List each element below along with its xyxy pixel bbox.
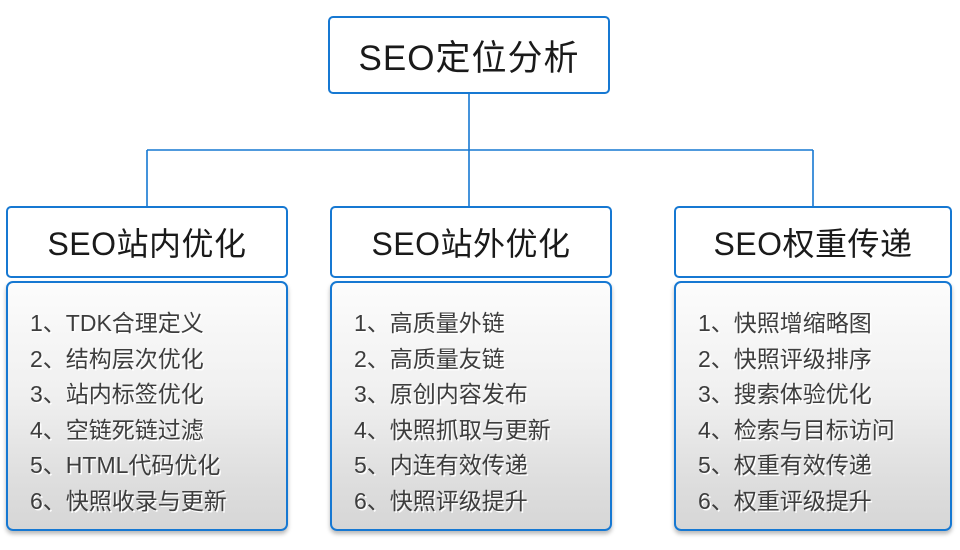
node-root-label: SEO定位分析	[358, 38, 580, 78]
node-weight-label: SEO权重传递	[713, 226, 913, 262]
weight-list: 1、快照增缩略图 2、快照评级排序 3、搜索体验优化 4、检索与目标访问 5、权…	[698, 306, 940, 519]
list-item: 1、TDK合理定义	[30, 310, 204, 336]
list-item: 2、高质量友链	[354, 345, 505, 372]
list-item: 6、快照收录与更新	[30, 487, 227, 514]
list-item: 4、空链死链过滤	[30, 416, 204, 443]
list-item: 1、快照增缩略图	[698, 310, 872, 336]
list-item: 3、站内标签优化	[30, 381, 204, 407]
offsite-list-panel: 1、高质量外链 2、高质量友链 3、原创内容发布 4、快照抓取与更新 5、内连有…	[330, 281, 612, 531]
node-onsite-label: SEO站内优化	[47, 226, 247, 262]
node-offsite-header: SEO站外优化	[330, 206, 612, 278]
list-item: 3、搜索体验优化	[698, 381, 872, 407]
list-item: 2、快照评级排序	[698, 345, 872, 372]
list-item: 5、权重有效传递	[698, 452, 872, 478]
list-item: 4、快照抓取与更新	[354, 416, 551, 443]
list-item: 3、原创内容发布	[354, 381, 528, 407]
node-offsite-label: SEO站外优化	[371, 226, 571, 262]
list-item: 5、内连有效传递	[354, 452, 528, 478]
list-item: 6、权重评级提升	[698, 487, 872, 514]
list-item: 5、HTML代码优化	[30, 452, 221, 478]
list-item: 2、结构层次优化	[30, 345, 204, 372]
onsite-list: 1、TDK合理定义 2、结构层次优化 3、站内标签优化 4、空链死链过滤 5、H…	[30, 306, 276, 519]
offsite-list: 1、高质量外链 2、高质量友链 3、原创内容发布 4、快照抓取与更新 5、内连有…	[354, 306, 600, 519]
weight-list-panel: 1、快照增缩略图 2、快照评级排序 3、搜索体验优化 4、检索与目标访问 5、权…	[674, 281, 952, 531]
list-item: 4、检索与目标访问	[698, 416, 895, 443]
node-weight-header: SEO权重传递	[674, 206, 952, 278]
node-root: SEO定位分析	[328, 16, 610, 94]
list-item: 6、快照评级提升	[354, 487, 528, 514]
onsite-list-panel: 1、TDK合理定义 2、结构层次优化 3、站内标签优化 4、空链死链过滤 5、H…	[6, 281, 288, 531]
node-onsite-header: SEO站内优化	[6, 206, 288, 278]
list-item: 1、高质量外链	[354, 310, 505, 336]
